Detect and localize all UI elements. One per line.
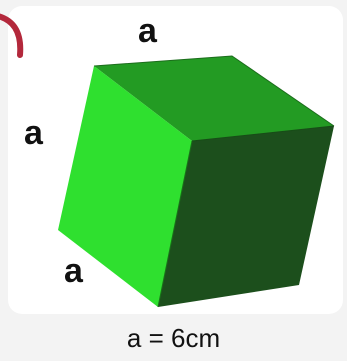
cube-front-edge [157,140,193,308]
side-length-caption: a = 6cm [126,323,221,353]
cube-top-edge [93,55,335,127]
cube-side-face [158,126,334,307]
edge-label-left: a [24,114,43,152]
cube-middle-edge [191,125,335,142]
cube-front-face [58,66,192,307]
red-bracket-mark [0,13,24,58]
edge-label-top: a [138,12,157,50]
edge-label-bottom: a [64,252,83,290]
cube-top-face [94,56,334,141]
